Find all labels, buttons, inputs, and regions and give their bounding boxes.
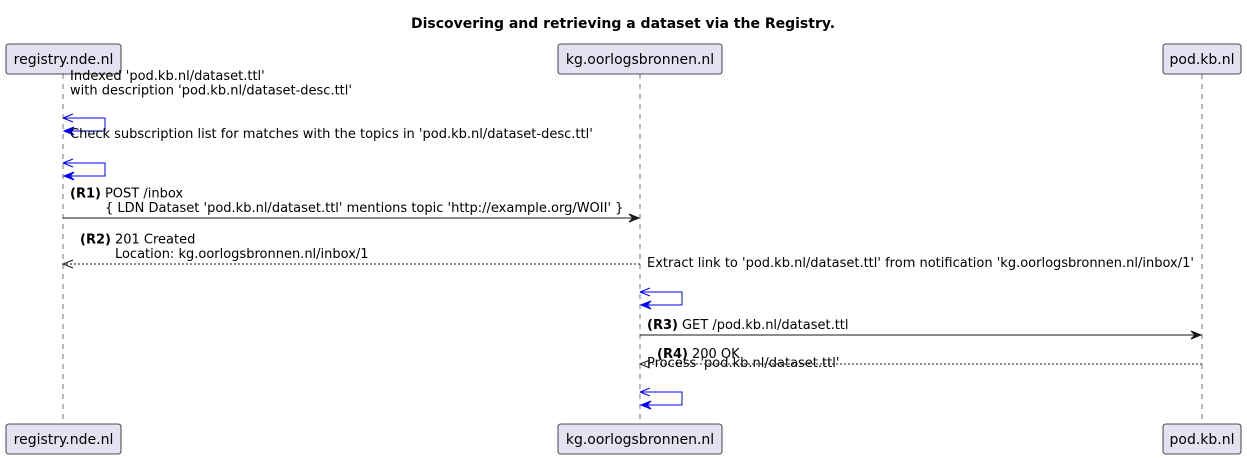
participant-kg-bottom: kg.oorlogsbronnen.nl xyxy=(557,423,723,455)
arrowhead xyxy=(62,126,75,136)
arrowhead xyxy=(639,300,652,310)
arrowhead xyxy=(61,259,74,269)
participant-box xyxy=(557,423,723,455)
participant-registry-bottom: registry.nde.nl xyxy=(5,423,122,455)
participant-box xyxy=(5,423,122,455)
messages: Indexed 'pod.kb.nl/dataset.ttl'with desc… xyxy=(61,69,1203,410)
participants-bottom: registry.nde.nl kg.oorlogsbronnen.nl pod.k… xyxy=(5,423,1242,455)
participant-box xyxy=(5,43,122,75)
message-number: (R3) xyxy=(647,318,678,333)
message-text: Location: kg.oorlogsbronnen.nl/inbox/1 xyxy=(115,247,369,262)
self-arrow-start xyxy=(62,158,74,168)
message-1: Indexed 'pod.kb.nl/dataset.ttl'with desc… xyxy=(62,69,352,136)
diagram-title: Discovering and retrieving a dataset via… xyxy=(411,16,835,32)
arrowhead xyxy=(628,213,641,223)
message-text: Check subscription list for matches with… xyxy=(70,127,593,142)
message-number: (R2) xyxy=(80,233,111,248)
participant-registry-top: registry.nde.nl xyxy=(5,43,122,75)
participant-pod-top: pod.kb.nl xyxy=(1162,43,1242,75)
participant-box xyxy=(557,43,723,75)
participant-label: registry.nde.nl xyxy=(14,432,114,448)
message-8: Process 'pod.kb.nl/dataset.ttl' xyxy=(639,356,839,410)
arrowhead xyxy=(639,400,652,410)
self-arrow-start xyxy=(62,113,74,123)
participant-kg-top: kg.oorlogsbronnen.nl xyxy=(557,43,723,75)
participants-top: registry.nde.nl kg.oorlogsbronnen.nl pod.k… xyxy=(5,43,1242,75)
self-arrow xyxy=(640,391,683,406)
participant-label: pod.kb.nl xyxy=(1170,432,1235,448)
message-text: { LDN Dataset 'pod.kb.nl/dataset.ttl' me… xyxy=(105,201,623,216)
message-text: POST /inbox xyxy=(105,187,183,202)
participant-label: kg.oorlogsbronnen.nl xyxy=(566,432,714,448)
arrowhead xyxy=(62,171,75,181)
participant-label: pod.kb.nl xyxy=(1170,52,1235,68)
message-2: Check subscription list for matches with… xyxy=(62,127,593,181)
message-text: Process 'pod.kb.nl/dataset.ttl' xyxy=(647,356,839,371)
message-text: GET /pod.kb.nl/dataset.ttl xyxy=(682,318,849,333)
arrowhead xyxy=(1190,330,1203,340)
self-arrow xyxy=(63,162,106,177)
message-number: (R1) xyxy=(70,187,101,202)
participant-pod-bottom: pod.kb.nl xyxy=(1162,423,1242,455)
message-text: 201 Created xyxy=(115,233,195,248)
participant-box xyxy=(1162,43,1242,75)
participant-box xyxy=(1162,423,1242,455)
message-text: Indexed 'pod.kb.nl/dataset.ttl' xyxy=(70,69,265,84)
arrowhead xyxy=(638,359,651,369)
message-text: 200 OK xyxy=(692,347,740,362)
self-arrow xyxy=(63,117,106,132)
participant-label: kg.oorlogsbronnen.nl xyxy=(566,52,714,68)
self-arrow-start xyxy=(639,387,651,397)
self-arrow xyxy=(640,291,683,306)
participant-label: registry.nde.nl xyxy=(14,52,114,68)
message-text: with description 'pod.kb.nl/dataset-desc… xyxy=(70,84,352,99)
message-3: (R1) POST /inbox{ LDN Dataset 'pod.kb.nl/… xyxy=(63,187,641,223)
message-number: (R4) xyxy=(657,347,688,362)
message-7: (R4) 200 OK xyxy=(638,347,1202,369)
self-arrow-start xyxy=(639,287,651,297)
lifelines xyxy=(62,74,1203,424)
message-6: (R3) GET /pod.kb.nl/dataset.ttl xyxy=(640,318,1203,340)
message-5: Extract link to 'pod.kb.nl/dataset.ttl' … xyxy=(639,256,1194,310)
message-text: Extract link to 'pod.kb.nl/dataset.ttl' … xyxy=(647,256,1194,271)
